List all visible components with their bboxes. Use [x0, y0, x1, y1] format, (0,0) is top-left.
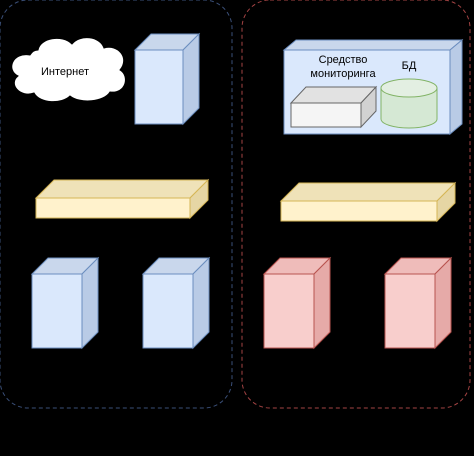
- switch-right: [279, 181, 457, 223]
- db-label: БД: [402, 60, 417, 72]
- server-bottom-2: [141, 256, 211, 350]
- monitoring-appliance: [289, 85, 378, 129]
- server-top: [133, 32, 201, 126]
- server-red-1: [262, 256, 332, 350]
- switch-left: [34, 178, 210, 220]
- monitoring-label-line1: Средство: [319, 54, 368, 66]
- server-red-2: [383, 256, 453, 350]
- internet-label: Интернет: [41, 66, 89, 78]
- right-zone-border: [241, 0, 471, 409]
- monitoring-group: Средство мониторинга БД: [282, 38, 464, 136]
- server-bottom-1: [30, 256, 100, 350]
- database-icon: [380, 78, 438, 129]
- internet-cloud: Интернет: [11, 37, 126, 103]
- monitoring-label-line2: мониторинга: [310, 68, 376, 80]
- left-zone-border: [0, 0, 233, 409]
